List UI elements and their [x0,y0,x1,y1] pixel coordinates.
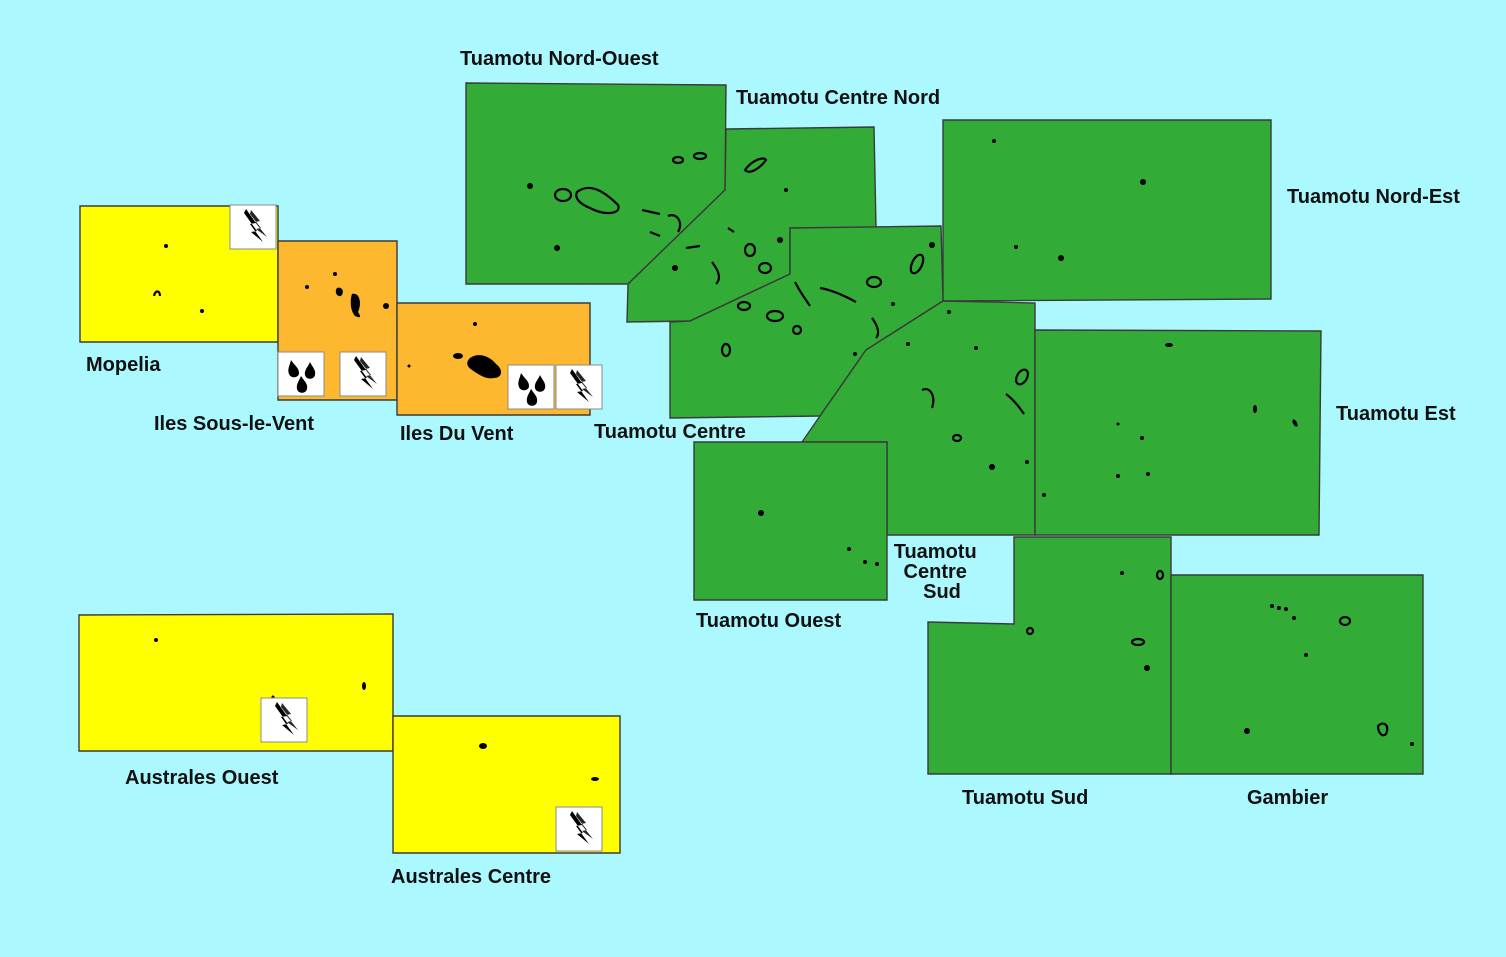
thunderstorm-icon [260,697,308,743]
label-line: Centre [904,561,967,583]
label-tuamotu-nord-est: Tuamotu Nord-Est [1287,186,1460,208]
zone-iles-du-vent[interactable] [396,302,603,416]
islands [152,244,204,313]
islands [1042,343,1298,497]
islands [479,743,599,781]
label-line: Sud [923,581,961,603]
zone-gambier[interactable] [1170,574,1424,775]
zone-australes-centre[interactable] [392,715,621,854]
label-tuamotu-est: Tuamotu Est [1336,403,1456,425]
zone-tuamotu-ouest-area[interactable] [693,441,888,601]
label-tuamotu-nord-ouest: Tuamotu Nord-Ouest [460,48,659,70]
label-iles-du-vent: Iles Du Vent [400,423,514,445]
label-mopelia: Mopelia [86,354,161,376]
label-tuamotu-ouest: Tuamotu Ouest [696,610,842,632]
heavy-rain-icon [507,364,555,410]
label-tuamotu-sud: Tuamotu Sud [962,787,1088,809]
label-australes-centre: Australes Centre [391,866,551,888]
zone-gambier-area[interactable] [1170,574,1424,775]
islands [992,139,1146,261]
islands [1025,569,1165,671]
zone-tuamotu-sud-area[interactable] [927,536,1172,775]
zone-tuamotu-est-area[interactable] [1034,329,1322,536]
islands [720,242,935,358]
islands [407,322,502,379]
islands [305,272,389,318]
thunderstorm-icon [339,351,387,397]
zone-tuamotu-est[interactable] [1034,329,1322,536]
label-tuamotu-centre: Tuamotu Centre [594,421,746,443]
zone-mopelia[interactable] [79,204,279,343]
thunderstorm-icon [229,204,277,250]
zone-australes-ouest[interactable] [78,613,394,752]
zone-tuamotu-sud[interactable] [927,536,1172,775]
heavy-rain-icon [277,351,325,397]
thunderstorm-icon [555,364,603,410]
zone-tuamotu-ouest[interactable] [693,441,888,601]
label-tuamotu-centre-nord: Tuamotu Centre Nord [736,87,940,109]
label-australes-ouest: Australes Ouest [125,767,279,789]
zone-labels: Tuamotu Nord-Ouest Tuamotu Centre Nord T… [86,48,1460,888]
islands [1244,604,1414,746]
islands [906,310,1029,470]
thunderstorm-icon [555,806,603,852]
islands [758,510,879,566]
zone-tuamotu-centre-area[interactable] [669,225,944,419]
label-iles-sous-le-vent: Iles Sous-le-Vent [154,413,314,435]
label-gambier: Gambier [1247,787,1328,809]
islands [672,157,788,285]
zone-tuamotu-nord-est-area[interactable] [942,119,1272,302]
zone-tuamotu-nord-est[interactable] [942,119,1272,302]
zone-australes-ouest-area[interactable] [78,613,394,752]
label-line: Tuamotu [894,541,977,563]
islands [527,151,708,251]
zone-iles-sous-le-vent[interactable] [277,240,398,401]
zone-tuamotu-centre[interactable] [669,225,944,419]
label-tuamotu-centre-sud: Tuamotu Centre Sud [894,541,983,603]
